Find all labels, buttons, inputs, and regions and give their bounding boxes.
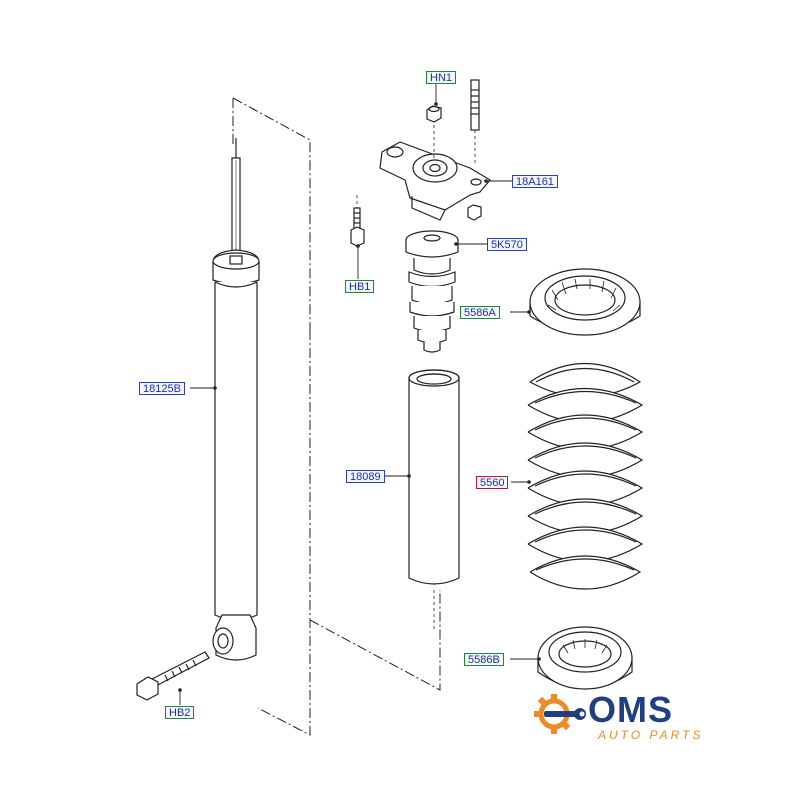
- leader-dots: [178, 102, 541, 692]
- logo-tagline: AUTO PARTS: [598, 728, 704, 742]
- nut-hn1-drawing: [426, 105, 442, 160]
- callout-18a161[interactable]: 18A161: [512, 175, 558, 188]
- callout-hn1[interactable]: HN1: [426, 71, 457, 84]
- callout-18089[interactable]: 18089: [346, 470, 385, 483]
- assembly-boundary: [232, 97, 311, 736]
- callout-5k570[interactable]: 5K570: [487, 238, 527, 251]
- callout-5586b[interactable]: 5586B: [464, 653, 504, 666]
- logo-brand-text: OMS: [588, 689, 674, 730]
- top-mount-drawing: [379, 141, 491, 221]
- callout-18125b[interactable]: 18125B: [139, 382, 185, 395]
- bolt-hb2-drawing: [136, 651, 210, 701]
- bolt-hb1-drawing: [350, 195, 365, 247]
- gear-wrench-icon: [534, 694, 586, 734]
- bump-stop-drawing: [405, 230, 459, 353]
- callout-hb2[interactable]: HB2: [165, 706, 195, 719]
- coil-spring-drawing: [527, 362, 644, 590]
- callout-5586a[interactable]: 5586A: [460, 306, 500, 319]
- dust-cover-drawing: [408, 369, 460, 630]
- leader-lines: [179, 84, 539, 705]
- callout-5560[interactable]: 5560: [476, 476, 509, 489]
- oms-logo: OMS AUTO PARTS: [530, 690, 760, 750]
- lower-spring-seat-drawing: [537, 626, 633, 690]
- upper-spring-seat-drawing: [529, 268, 641, 336]
- shock-absorber-drawing: [212, 138, 260, 661]
- callout-hb1[interactable]: HB1: [345, 280, 375, 293]
- assembly-boundary-right: [309, 590, 441, 691]
- stud-drawing: [467, 79, 482, 221]
